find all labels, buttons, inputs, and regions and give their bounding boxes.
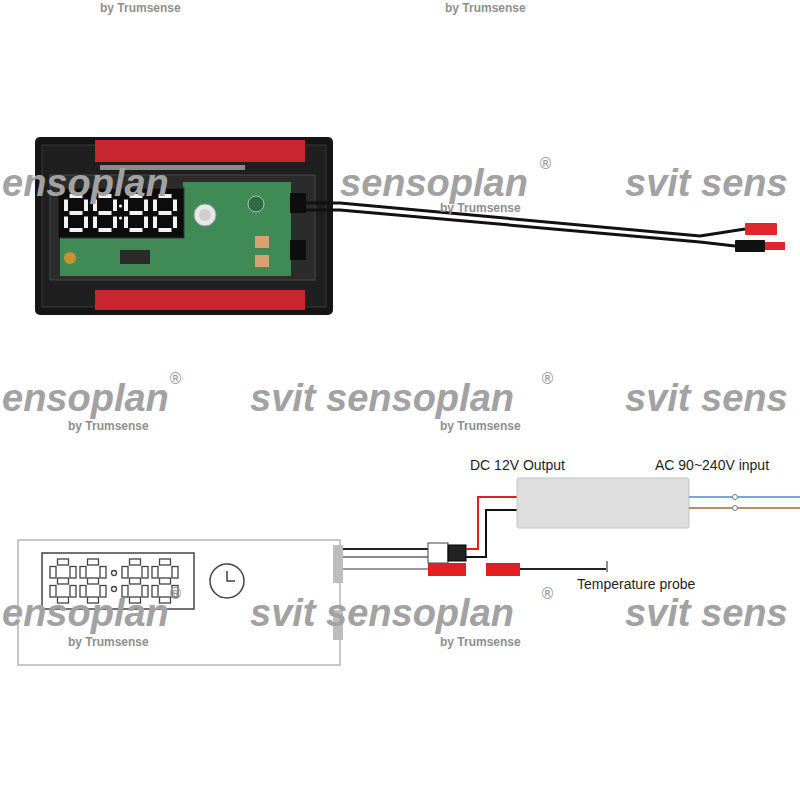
black-connector: [448, 545, 466, 561]
colon-dot: [119, 204, 122, 207]
touch-button: [194, 204, 216, 226]
socket: [290, 240, 306, 260]
wire: [343, 548, 428, 550]
blue-wire: [689, 496, 800, 498]
digit-segment: [58, 559, 69, 565]
digit-segment: [122, 567, 128, 579]
red-wire: [466, 497, 517, 549]
wiring-label: AC 90~240V input: [655, 457, 769, 473]
registered-mark: ®: [540, 586, 555, 603]
brown-wire: [689, 507, 800, 509]
digit-segment: [70, 228, 83, 232]
pcb: [183, 182, 291, 276]
digit-segment: [113, 217, 117, 229]
digit-segment: [130, 228, 143, 232]
watermark-logo: ensoplan: [2, 162, 169, 206]
digit-segment: [172, 567, 178, 579]
digit-segment: [130, 559, 141, 565]
digit-segment: [88, 559, 99, 565]
digit-segment: [64, 217, 68, 229]
watermark-logo: ensoplan: [2, 377, 169, 421]
digit-segment: [160, 559, 171, 565]
watermark-logo: svit sens: [625, 162, 788, 206]
colon-dot: [119, 216, 122, 219]
red-connector: [745, 223, 777, 235]
wiring-label: Temperature probe: [577, 576, 695, 592]
white-connector: [428, 543, 448, 563]
digit-segment: [153, 217, 157, 229]
wiring-label: DC 12V Output: [470, 457, 565, 473]
watermark-logo: ensoplan: [2, 592, 169, 636]
solder-pad: [255, 236, 269, 248]
digit-segment: [173, 200, 177, 212]
solder-pad: [255, 255, 269, 267]
cable: [306, 210, 735, 246]
wire: [343, 568, 428, 570]
touch-button-center: [199, 209, 211, 221]
digit-segment: [160, 578, 171, 584]
probe-tip: [606, 561, 608, 572]
colon-dot: [112, 587, 117, 592]
watermark-logo: svit sensoplan: [250, 592, 514, 636]
digit-segment: [58, 578, 69, 584]
digit-segment: [70, 211, 83, 215]
cable-tab: [333, 545, 343, 583]
digit-segment: [88, 578, 99, 584]
digit-segment: [99, 228, 112, 232]
red-wire-end: [765, 242, 785, 250]
watermark-byline: by Trumsense: [68, 636, 149, 650]
buzzer: [248, 196, 264, 212]
digit-segment: [84, 217, 88, 229]
wire-joint: [733, 495, 738, 500]
clock-icon: [210, 564, 244, 598]
watermark-byline: by Trumsense: [445, 2, 526, 16]
digit-segment: [159, 211, 172, 215]
red-tape: [95, 140, 305, 162]
colon-dot: [112, 571, 117, 576]
digit-segment: [130, 578, 141, 584]
watermark-logo: svit sensoplan: [250, 377, 514, 421]
digit-segment: [93, 217, 97, 229]
registered-mark: ®: [540, 371, 555, 388]
black-wire: [466, 510, 517, 557]
watermark-byline: by Trumsense: [440, 420, 521, 434]
capacitor: [64, 252, 76, 264]
digit-segment: [159, 228, 172, 232]
watermark-byline: by Trumsense: [68, 420, 149, 434]
chip: [120, 250, 150, 264]
wire-joint: [733, 506, 738, 511]
watermark-byline: by Trumsense: [100, 2, 181, 16]
socket: [290, 193, 306, 213]
red-connector: [486, 563, 520, 576]
digit-segment: [70, 567, 76, 579]
red-connector: [428, 563, 466, 576]
wire: [343, 556, 428, 558]
digit-segment: [99, 211, 112, 215]
digit-segment: [152, 567, 158, 579]
digit-segment: [50, 567, 56, 579]
digit-segment: [144, 217, 148, 229]
power-supply: [517, 478, 689, 528]
watermark-logo: sensoplan: [340, 162, 528, 206]
black-connector: [735, 240, 765, 252]
digit-segment: [124, 217, 128, 229]
watermark-byline: by Trumsense: [440, 636, 521, 650]
watermark-logo: svit sens: [625, 377, 788, 421]
watermark-logo: svit sens: [625, 592, 788, 636]
digit-segment: [173, 217, 177, 229]
registered-mark: ®: [168, 371, 183, 388]
registered-mark: ®: [168, 586, 183, 603]
registered-mark: ®: [538, 156, 553, 173]
watermark-byline: by Trumsense: [440, 202, 521, 216]
red-tape: [95, 290, 305, 310]
cable: [306, 203, 745, 236]
digit-segment: [80, 567, 86, 579]
digit-segment: [100, 567, 106, 579]
digit-segment: [130, 211, 143, 215]
digit-segment: [142, 567, 148, 579]
probe-wire: [520, 568, 606, 570]
clock-hands: [227, 571, 235, 581]
